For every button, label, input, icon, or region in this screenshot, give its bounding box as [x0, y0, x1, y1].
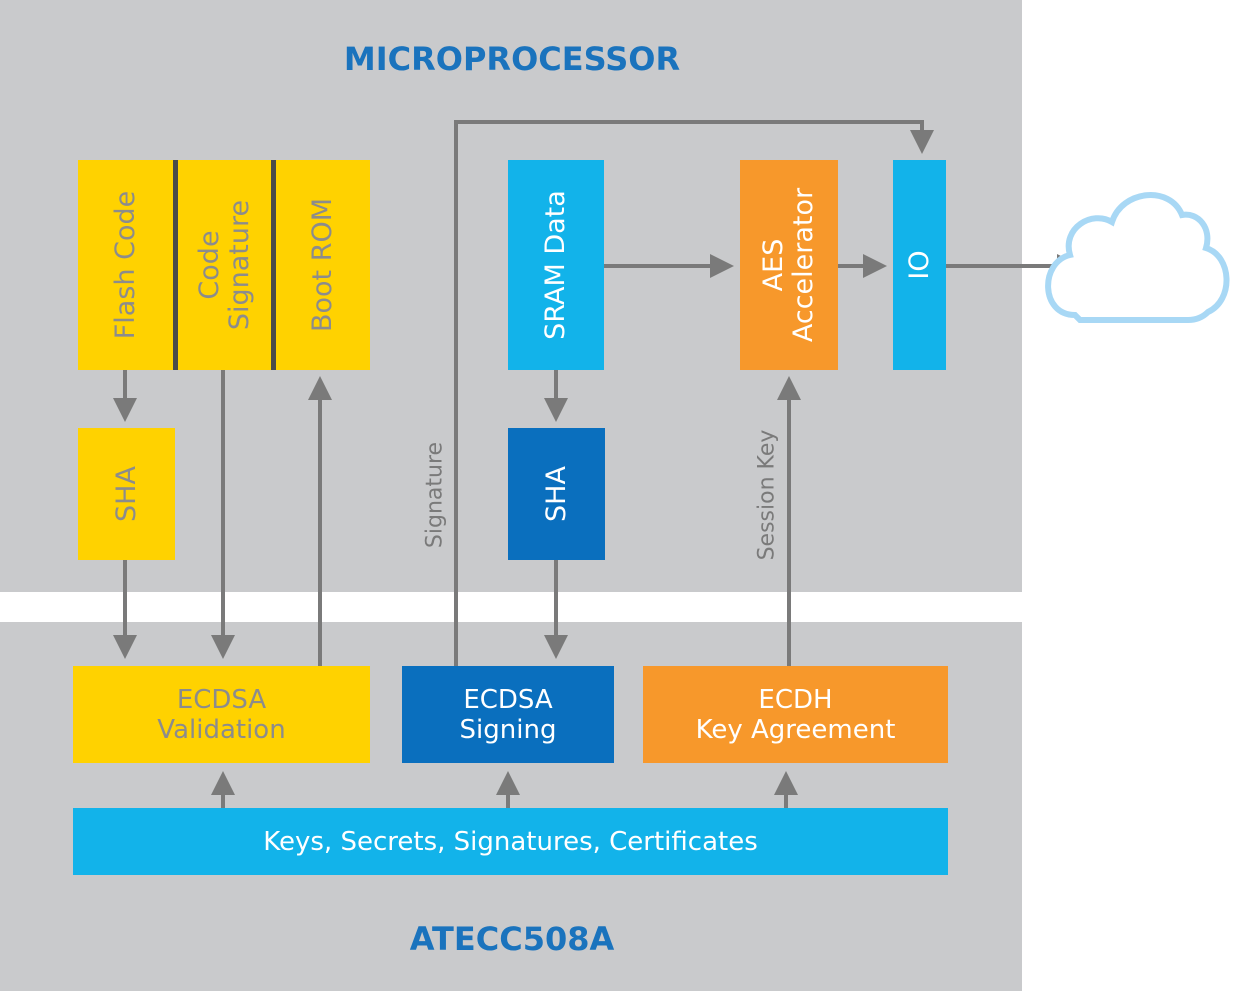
ecdsa-signing-block: ECDSA Signing: [402, 666, 614, 763]
code-signature-label-line1: Code: [193, 230, 225, 300]
code-signature-cell: Code Signature: [178, 160, 271, 370]
atecc-title: ATECC508A: [409, 920, 615, 958]
flash-code-label: Flash Code: [109, 190, 141, 340]
aes-label-line2: Accelerator: [788, 187, 819, 343]
flash-code-block: [78, 160, 370, 370]
ecdsa-validation-block: ECDSA Validation: [73, 666, 370, 763]
boot-rom-label: Boot ROM: [307, 197, 338, 333]
ecdh-line1: ECDH: [758, 684, 833, 715]
microprocessor-title: MICROPROCESSOR: [343, 40, 681, 78]
arrow-signing-to-io: [454, 120, 934, 666]
cloud-icon: [1045, 192, 1230, 323]
aes-accelerator-block: AES Accelerator: [740, 160, 838, 370]
ecdsa-validation-line2: Validation: [157, 714, 286, 745]
ecdsa-validation-line1: ECDSA: [176, 684, 267, 715]
signature-label-wrap: Signature: [420, 420, 450, 570]
ecdsa-signing-line1: ECDSA: [463, 684, 553, 715]
ecdsa-signing-line2: Signing: [459, 714, 557, 745]
separator-1: [173, 160, 178, 370]
session-key-label-wrap: Session Key: [752, 410, 782, 580]
aes-label-line1: AES: [758, 238, 789, 292]
sha-right-label: SHA: [540, 466, 572, 522]
sram-data-block: SRAM Data: [508, 160, 604, 370]
io-block: IO: [893, 160, 946, 370]
separator-2: [271, 160, 276, 370]
flash-code-cell: Flash Code: [78, 160, 173, 370]
session-key-label: Session Key: [754, 429, 780, 561]
boot-rom-cell: Boot ROM: [276, 160, 370, 370]
ecdh-key-agreement-block: ECDH Key Agreement: [643, 666, 948, 763]
io-label: IO: [903, 250, 935, 280]
sha-right-block: SHA: [508, 428, 605, 560]
keys-secrets-bar: Keys, Secrets, Signatures, Certificates: [73, 808, 948, 875]
ecdh-line2: Key Agreement: [695, 714, 896, 745]
code-signature-label-line2: Signature: [223, 199, 255, 331]
keys-secrets-label: Keys, Secrets, Signatures, Certificates: [263, 826, 758, 857]
sram-data-label: SRAM Data: [540, 190, 571, 340]
signature-label: Signature: [422, 441, 448, 549]
sha-left-label: SHA: [110, 466, 142, 522]
sha-left-block: SHA: [78, 428, 175, 560]
